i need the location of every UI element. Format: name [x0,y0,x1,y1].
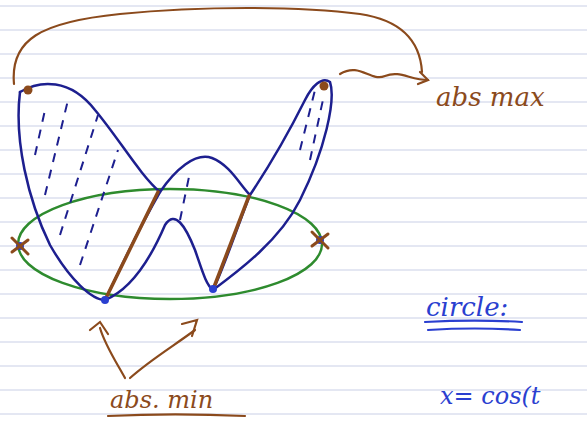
abs-max-label: abs max [436,84,545,110]
ruled-lines [0,6,587,414]
abs-min-label: abs. min [110,388,213,412]
domain-circle [18,189,322,299]
surface-outline [19,80,332,300]
surface-hatching [35,90,324,265]
height-segments [106,192,249,298]
abs-min-arrows [90,320,197,378]
param-equation: x= cos(t [440,384,541,408]
points [12,82,329,305]
abs-max-bracket [14,8,428,84]
circle-label: circle: [426,294,508,320]
